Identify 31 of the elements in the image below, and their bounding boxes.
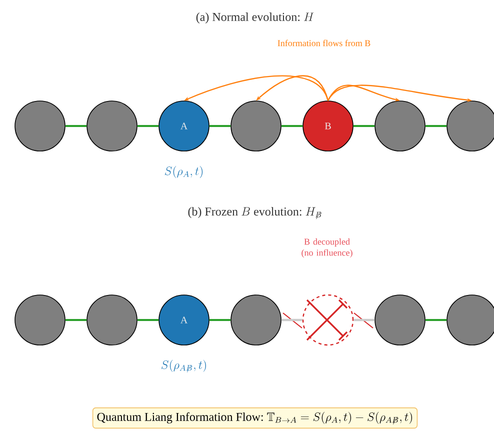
coupling-line bbox=[281, 318, 302, 322]
entropy-label: $S(\rho_A, t)$ bbox=[164, 166, 203, 178]
site-circle bbox=[86, 294, 138, 346]
site-circle bbox=[14, 294, 66, 346]
coupling-line bbox=[425, 319, 447, 321]
coupling-line bbox=[65, 125, 87, 127]
flow-arrow bbox=[256, 75, 329, 101]
annotation: B decoupled (no influence) bbox=[302, 238, 352, 258]
site-circle bbox=[446, 294, 494, 346]
site-circle bbox=[374, 100, 426, 152]
site-circle bbox=[86, 100, 138, 152]
entropy-label: $S(\rho_{A\not B}, t)$ bbox=[161, 360, 206, 372]
coupling-line bbox=[281, 125, 303, 127]
annotation: Information flows from B bbox=[278, 40, 370, 46]
formula-box: $\mbox{Quantum Liang Information Flow:}\ \mathbb{T}_{B\to A} = S(\rho_A, t) - S(\rho_{A\not B}, t)$ bbox=[92, 407, 418, 429]
coupling-line bbox=[425, 125, 447, 127]
site-circle bbox=[14, 100, 66, 152]
site-circle bbox=[230, 294, 282, 346]
site-circle bbox=[374, 294, 426, 346]
panel-title: $\mbox{(b) Frozen }B\mbox{ evolution:}\ H_{\not B}$ bbox=[188, 207, 322, 219]
coupling-line bbox=[209, 125, 231, 127]
coupling-line bbox=[137, 125, 159, 127]
decoupled-site-circle bbox=[302, 294, 354, 346]
site-circle bbox=[230, 100, 282, 152]
site-circle bbox=[446, 100, 494, 152]
panel-title: $\mbox{(a) Normal evolution:}\ H$ bbox=[196, 12, 314, 24]
coupling-line bbox=[137, 319, 159, 321]
coupling-line bbox=[354, 318, 375, 322]
coupling-line bbox=[65, 319, 87, 321]
coupling-line bbox=[353, 125, 375, 127]
coupling-line bbox=[209, 319, 231, 321]
